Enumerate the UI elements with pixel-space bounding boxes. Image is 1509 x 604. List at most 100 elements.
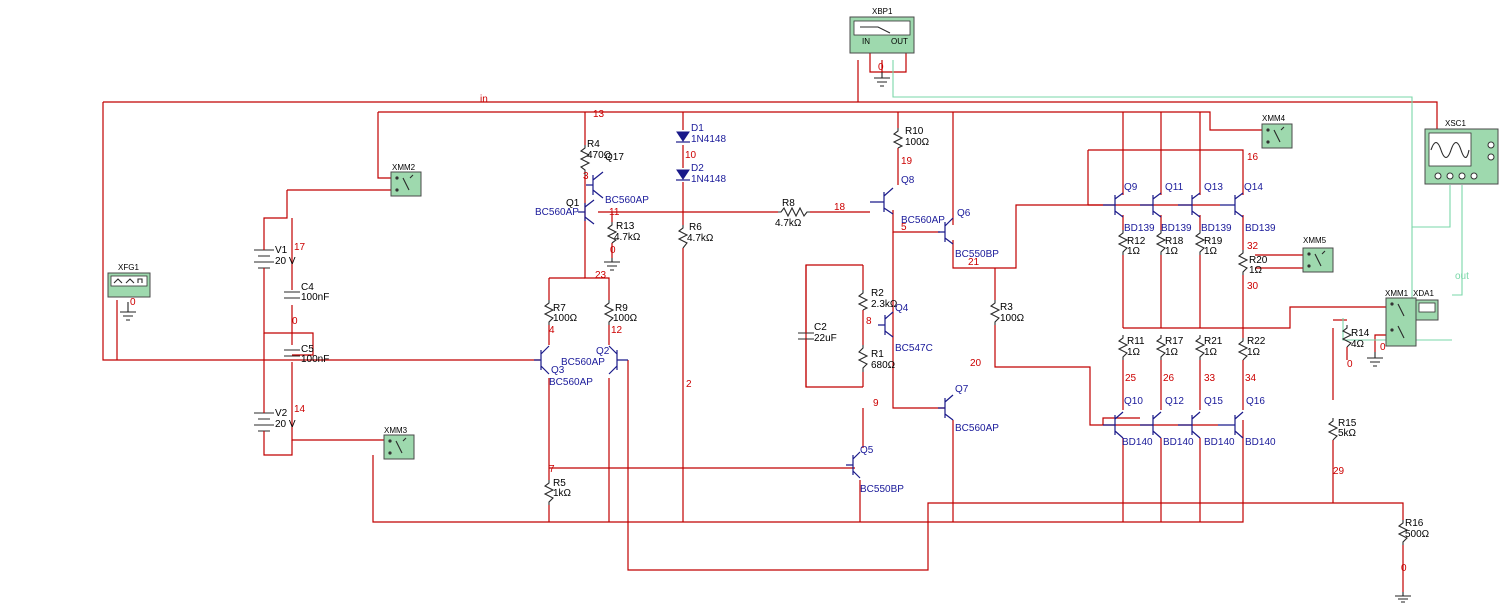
q8-ref: Q8 [901,175,915,186]
net-30: 30 [1247,281,1259,292]
transistor-q2[interactable] [608,345,628,375]
r2-ref: R2 [871,288,884,299]
net-0: 0 [878,62,884,73]
r4-value: 470Ω [587,150,612,161]
r19-ref: R19 [1204,236,1223,247]
resistor-r1[interactable] [857,345,869,372]
battery-v2[interactable] [254,408,274,433]
multimeter-xmm3[interactable]: XMM3 [383,426,415,460]
resistor-r20[interactable] [1237,250,1249,275]
resistor-r18[interactable] [1155,230,1167,255]
transistor-q17[interactable] [586,171,604,199]
resistor-r3[interactable] [989,300,1001,325]
bode-plotter-xbp1[interactable]: XBP1 IN OUT [849,7,915,54]
r17-value: 1Ω [1165,347,1179,358]
r15-value: 5kΩ [1338,428,1357,439]
d1-value: 1N4148 [691,134,726,145]
resistor-r13[interactable] [606,222,618,244]
net-29: 29 [1333,466,1345,477]
resistor-r17[interactable] [1155,335,1167,360]
resistors [543,128,1409,545]
capacitor-c4[interactable] [284,291,300,299]
q9-model: BD139 [1124,223,1155,234]
oscilloscope-xsc1[interactable]: XSC1 [1424,119,1499,185]
resistor-r4[interactable] [579,145,591,175]
q2-model: BC560AP [561,357,605,368]
q3-ref: Q3 [551,365,565,376]
r5-value: 1kΩ [553,488,572,499]
ground-symbol [604,258,620,271]
r20-value: 1Ω [1249,265,1263,276]
battery-v1[interactable] [254,245,274,272]
r3-value: 100Ω [1000,313,1025,324]
resistor-r10[interactable] [892,128,904,149]
v2-value: 20 V [275,419,296,430]
r18-ref: R18 [1165,236,1184,247]
resistor-r15[interactable] [1327,418,1339,441]
r22-ref: R22 [1247,336,1266,347]
multimeter-xmm1[interactable]: XMM1 [1385,289,1417,347]
resistor-r6[interactable] [677,225,689,249]
d1-ref: D1 [691,123,704,134]
transistor-q5[interactable] [846,451,861,479]
multimeter-xmm2[interactable]: XMM2 [390,163,422,197]
transistor-q13[interactable] [1178,192,1201,218]
capacitor-c5[interactable] [284,349,300,357]
transistor-q11[interactable] [1140,192,1162,218]
diode-d1[interactable] [676,131,690,143]
resistor-r8[interactable] [778,206,810,218]
xda1-label: XDA1 [1413,289,1434,298]
distortion-analyzer-xda1[interactable]: XDA1 [1413,289,1439,321]
xbp1-out-label: OUT [891,37,908,46]
transistor-q15[interactable] [1178,411,1201,439]
resistor-r2[interactable] [857,290,869,311]
transistor-q4[interactable] [878,311,894,338]
net-0: 0 [1347,359,1353,370]
q1-model: BC560AP [535,207,579,218]
ground-symbol [874,72,890,87]
resistor-r21[interactable] [1194,335,1206,360]
r13-value: 4.7kΩ [614,232,641,243]
resistor-r22[interactable] [1237,338,1249,361]
net-14: 14 [294,404,306,415]
transistor-q14[interactable] [1220,192,1244,218]
d2-value: 1N4148 [691,174,726,185]
q6-model: BC550BP [955,249,999,260]
resistor-r7[interactable] [543,300,555,325]
diode-d2[interactable] [676,169,690,181]
resistor-r11[interactable] [1117,335,1129,360]
q9-ref: Q9 [1124,182,1138,193]
r17-ref: R17 [1165,336,1184,347]
transistor-q12[interactable] [1140,411,1162,439]
c2-value: 22uF [814,333,837,344]
r10-ref: R10 [905,126,924,137]
transistor-q1[interactable] [578,199,595,225]
transistor-q3[interactable] [534,345,550,375]
transistor-q16[interactable] [1218,411,1244,439]
resistor-r19[interactable] [1194,230,1206,255]
q10-model: BD140 [1122,437,1153,448]
net-18: 18 [834,202,846,213]
r19-value: 1Ω [1204,246,1218,257]
resistor-r5[interactable] [543,480,555,505]
xfg1-label: XFG1 [118,263,139,272]
transistor-q9[interactable] [1103,192,1124,218]
transistor-q7[interactable] [938,394,954,421]
transistor-q8[interactable] [870,187,894,215]
q8-model: BC560AP [901,215,945,226]
resistor-r14[interactable] [1341,325,1353,348]
transistor-q10[interactable] [1103,411,1124,439]
net-0: 0 [130,297,136,308]
resistor-r9[interactable] [603,300,615,325]
multimeter-xmm5[interactable]: XMM5 [1302,236,1334,273]
q14-model: BD139 [1245,223,1276,234]
transistor-q6[interactable] [938,217,954,245]
q5-model: BC550BP [860,484,904,495]
resistor-r12[interactable] [1117,230,1129,255]
r12-ref: R12 [1127,236,1146,247]
multimeter-xmm4[interactable]: XMM4 [1261,114,1293,149]
net-0: 0 [1380,342,1386,353]
resistor-r16[interactable] [1397,520,1409,545]
xbp1-in-label: IN [862,37,870,46]
function-generator-xfg1[interactable]: XFG1 [107,263,151,298]
